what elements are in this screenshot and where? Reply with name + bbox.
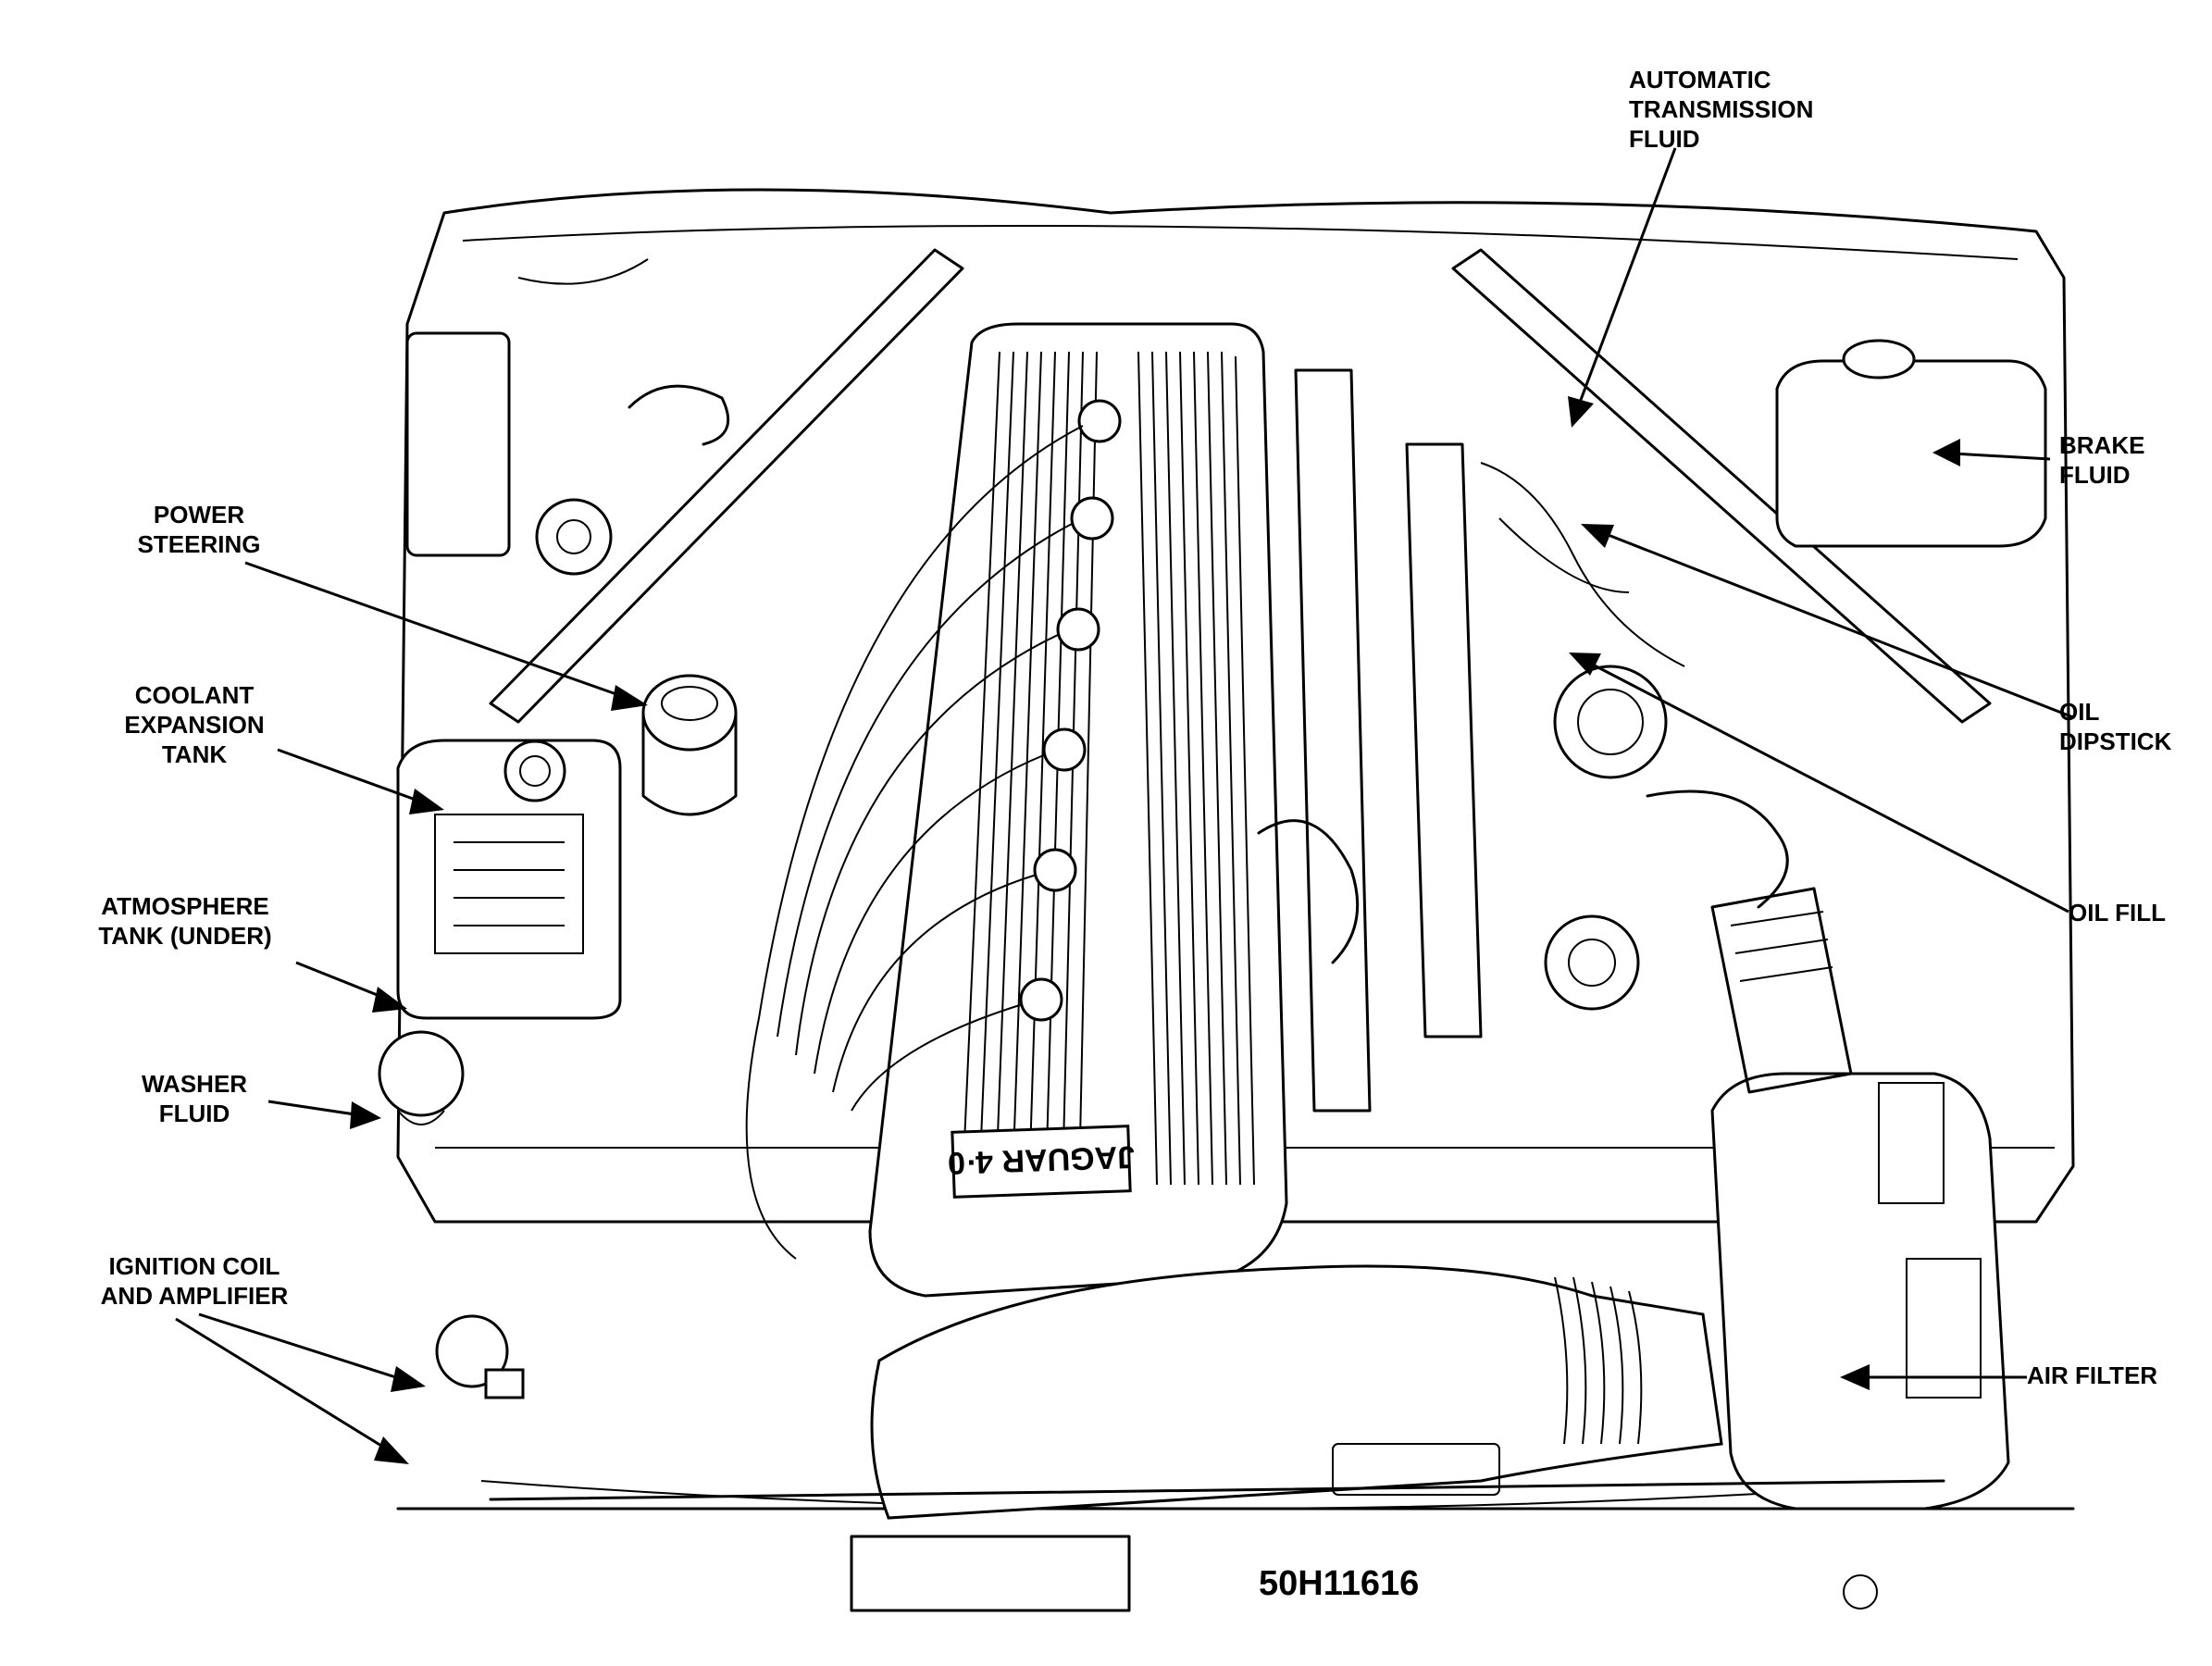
power-steering-reservoir bbox=[641, 674, 738, 816]
washer-fluid-reservoir bbox=[378, 1030, 465, 1125]
coolant-expansion-tank bbox=[396, 739, 622, 1020]
strut-braces bbox=[489, 248, 1992, 724]
air-intake-duct bbox=[870, 1264, 1723, 1520]
figure-code: 50H11616 bbox=[1259, 1564, 1420, 1603]
ignition-coil bbox=[435, 1314, 525, 1399]
air-filter-housing bbox=[1710, 887, 2010, 1511]
label-oil-fill: OIL FILL bbox=[2069, 899, 2166, 926]
label-atmosphere-tank: ATMOSPHERE TANK (UNDER) bbox=[98, 892, 272, 950]
front-cross-member bbox=[489, 1479, 1945, 1612]
brake-fluid-reservoir bbox=[1775, 339, 2047, 548]
label-coolant-expansion-tank: COOLANT EXPANSION TANK bbox=[124, 681, 265, 768]
label-air-filter: AIR FILTER bbox=[2027, 1361, 2158, 1389]
callout-leaders bbox=[175, 147, 2074, 1464]
cam-cover: JAGUAR 4·0 bbox=[745, 322, 1288, 1298]
label-oil-dipstick: OIL DIPSTICK bbox=[2059, 698, 2172, 755]
label-brake-fluid: BRAKE FLUID bbox=[2059, 431, 2145, 489]
cam-cover-text: JAGUAR 4·0 bbox=[947, 1138, 1135, 1180]
left-components bbox=[405, 258, 730, 576]
spark-plug-leads bbox=[745, 399, 1122, 1260]
label-power-steering: POWER STEERING bbox=[137, 501, 261, 558]
intake-manifold bbox=[1257, 368, 1789, 1113]
label-ignition-coil: IGNITION COIL AND AMPLIFIER bbox=[100, 1252, 289, 1310]
label-automatic-transmission-fluid: AUTOMATIC TRANSMISSION FLUID bbox=[1629, 66, 1814, 153]
label-washer-fluid: WASHER FLUID bbox=[141, 1070, 248, 1127]
